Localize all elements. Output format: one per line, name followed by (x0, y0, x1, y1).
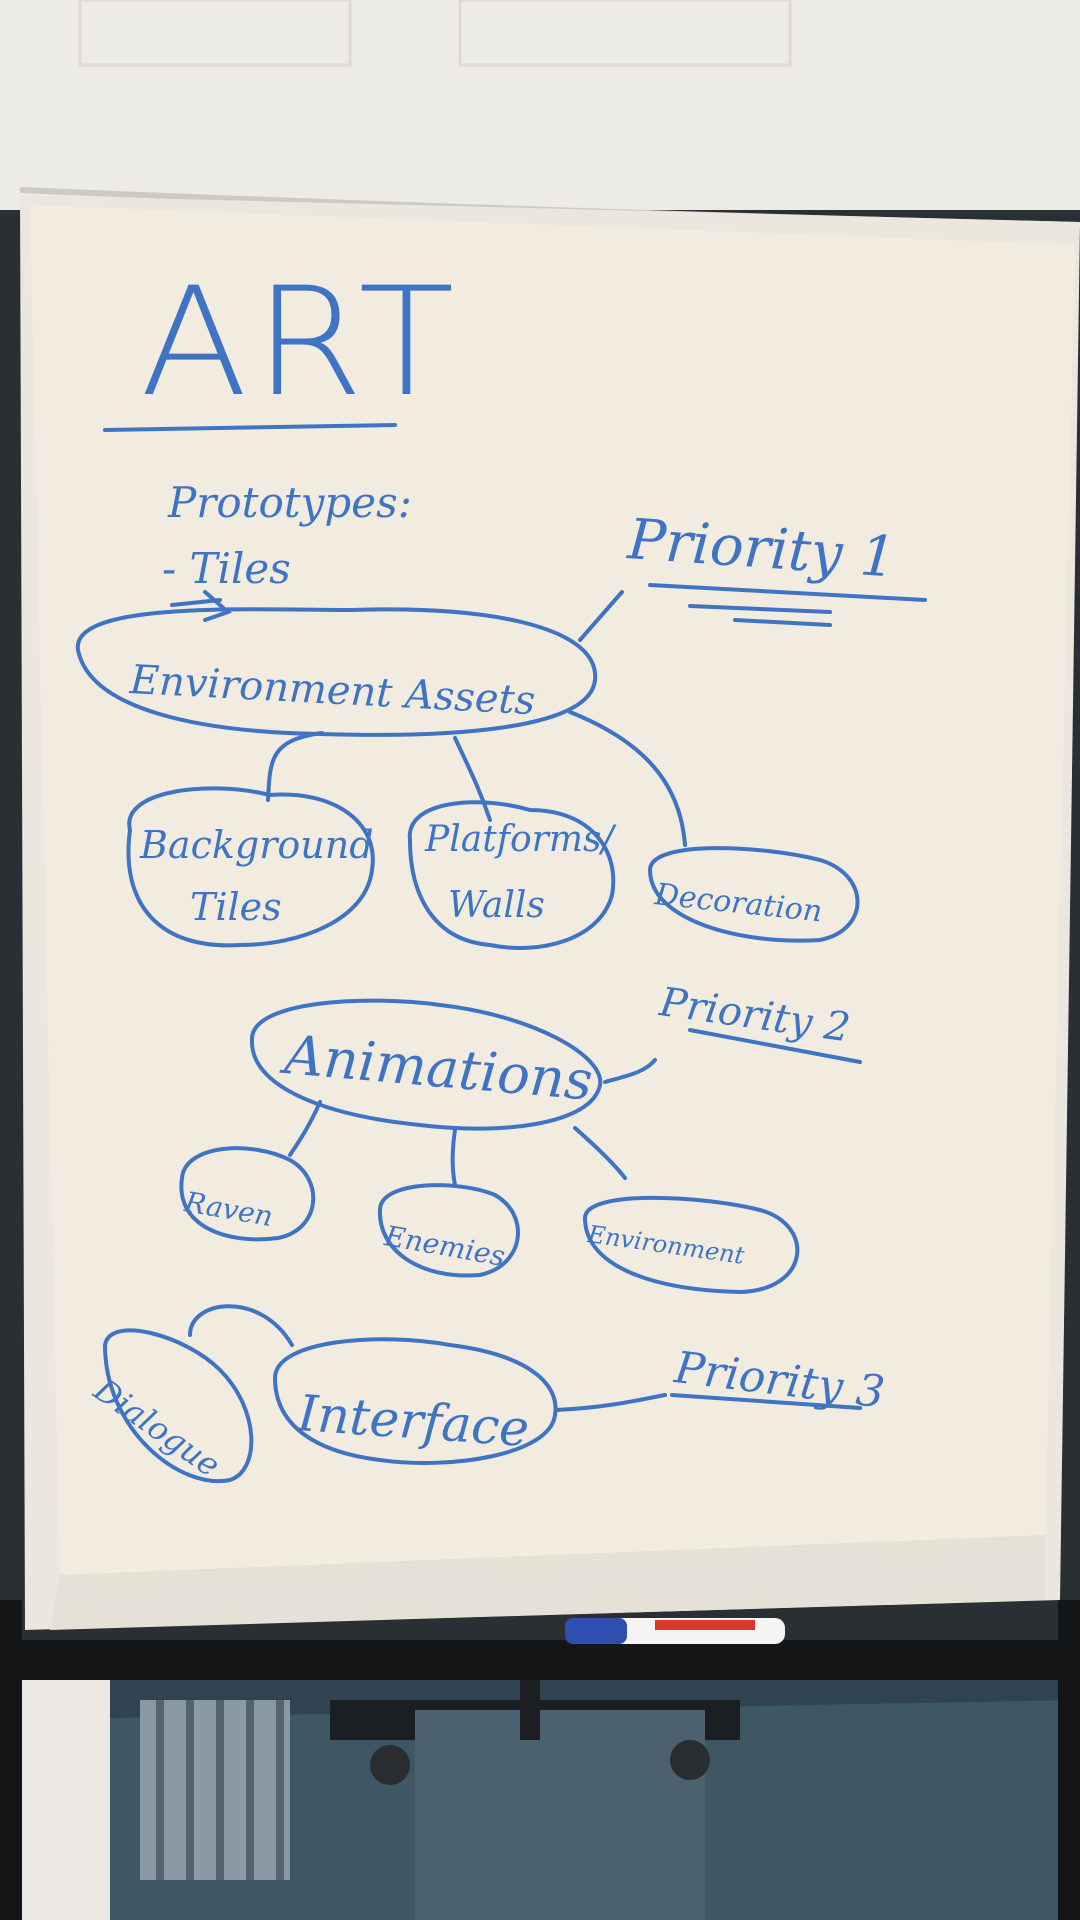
node-interface: Interface (295, 1384, 531, 1459)
node-background-tiles-line2: Tiles (190, 885, 282, 929)
marker (565, 1618, 785, 1644)
node-background-tiles-line1: Background (140, 823, 374, 867)
prototypes-heading: Prototypes: (168, 478, 412, 527)
prototypes-item-tiles: - Tiles (162, 544, 291, 593)
page-title: ART (140, 256, 461, 430)
easel-stand (0, 1600, 1080, 1920)
radiator (140, 1700, 290, 1880)
node-platforms-walls-line1: Platforms/ (425, 819, 614, 860)
node-platforms-walls-line2: Walls (448, 885, 545, 926)
top-pad-sheets (0, 0, 1080, 210)
